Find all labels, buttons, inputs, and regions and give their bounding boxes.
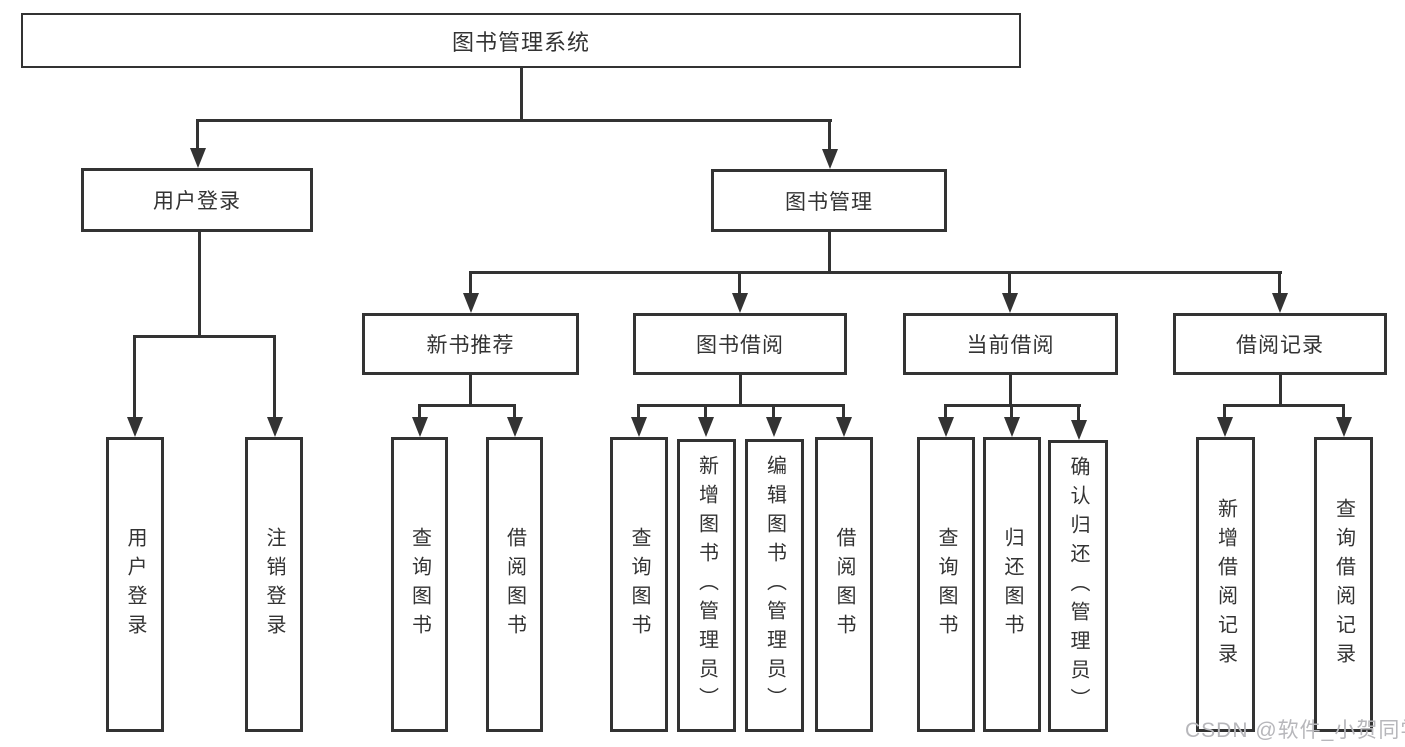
connector-line — [133, 335, 136, 419]
connector-line — [196, 119, 199, 150]
node-book-borrow: 图书借阅 — [633, 313, 847, 375]
arrow-down-icon — [412, 417, 428, 437]
node-leaf-query-book-current: 查询图书 — [917, 437, 975, 732]
arrow-down-icon — [190, 148, 206, 168]
node-leaf-return-book: 归还图书 — [983, 437, 1041, 732]
connector-line — [772, 404, 775, 419]
arrow-down-icon — [1336, 417, 1352, 437]
arrow-down-icon — [631, 417, 647, 437]
node-leaf-add-borrow-record-label: 新增借阅记录 — [1214, 497, 1237, 672]
connector-line — [1223, 404, 1345, 407]
node-leaf-return-book-label: 归还图书 — [1001, 526, 1023, 643]
node-leaf-logout: 注销登录 — [245, 437, 303, 732]
node-leaf-borrow-book-recommend-label: 借阅图书 — [503, 526, 526, 643]
arrow-down-icon — [1272, 293, 1288, 313]
node-leaf-edit-book-admin-label: 编辑图书（管理员） — [763, 455, 786, 716]
connector-line — [1278, 271, 1281, 295]
connector-line — [842, 404, 845, 419]
connector-line — [273, 335, 276, 419]
node-new-book-recommend: 新书推荐 — [362, 313, 579, 375]
node-leaf-borrow-book-label: 借阅图书 — [833, 526, 855, 643]
arrow-down-icon — [1004, 417, 1020, 437]
connector-line — [469, 271, 1282, 274]
connector-line — [418, 404, 421, 419]
arrow-down-icon — [822, 149, 838, 169]
arrow-down-icon — [836, 417, 852, 437]
node-leaf-query-book-recommend: 查询图书 — [391, 437, 448, 732]
connector-line — [1010, 404, 1013, 419]
connector-line — [513, 404, 516, 419]
node-borrow-records-label: 借阅记录 — [1236, 334, 1324, 357]
connector-line — [739, 375, 742, 406]
node-leaf-query-book-borrow: 查询图书 — [610, 437, 668, 732]
connector-line — [1077, 404, 1080, 421]
node-new-book-recommend-label: 新书推荐 — [426, 334, 515, 357]
node-leaf-borrow-book-recommend: 借阅图书 — [486, 437, 543, 732]
connector-line — [828, 232, 831, 273]
node-user-login-label: 用户登录 — [153, 190, 241, 213]
node-root: 图书管理系统 — [21, 13, 1021, 68]
arrow-down-icon — [766, 417, 782, 437]
connector-line — [704, 404, 707, 419]
node-book-borrow-label: 图书借阅 — [696, 334, 784, 357]
node-leaf-query-book-borrow-label: 查询图书 — [628, 526, 650, 643]
connector-line — [133, 335, 276, 338]
arrow-down-icon — [267, 417, 283, 437]
node-leaf-query-borrow-record-label: 查询借阅记录 — [1332, 497, 1355, 672]
connector-line — [637, 404, 640, 419]
node-leaf-logout-label: 注销登录 — [263, 526, 285, 643]
arrow-down-icon — [698, 417, 714, 437]
node-leaf-query-book-recommend-label: 查询图书 — [408, 526, 431, 643]
node-leaf-add-book-admin: 新增图书（管理员） — [677, 439, 736, 732]
connector-line — [1009, 375, 1012, 406]
node-leaf-user-login-label: 用户登录 — [124, 526, 146, 643]
node-current-borrow: 当前借阅 — [903, 313, 1118, 375]
connector-line — [1279, 375, 1282, 406]
arrow-down-icon — [938, 417, 954, 437]
node-leaf-query-book-current-label: 查询图书 — [935, 526, 957, 643]
arrow-down-icon — [507, 417, 523, 437]
arrow-down-icon — [127, 417, 143, 437]
arrow-down-icon — [1071, 420, 1087, 440]
node-leaf-add-borrow-record: 新增借阅记录 — [1196, 437, 1255, 732]
arrow-down-icon — [463, 293, 479, 313]
node-book-management: 图书管理 — [711, 169, 947, 232]
connector-line — [198, 232, 201, 337]
connector-line — [418, 404, 516, 407]
node-book-management-label: 图书管理 — [785, 190, 873, 214]
arrow-down-icon — [732, 293, 748, 313]
arrow-down-icon — [1217, 417, 1233, 437]
connector-line — [1223, 404, 1226, 419]
node-leaf-borrow-book: 借阅图书 — [815, 437, 873, 732]
node-user-login: 用户登录 — [81, 168, 313, 232]
node-leaf-query-borrow-record: 查询借阅记录 — [1314, 437, 1373, 732]
watermark: CSDN @软件_小贺同学 — [1185, 719, 1405, 742]
arrow-down-icon — [1002, 293, 1018, 313]
node-leaf-user-login: 用户登录 — [106, 437, 164, 732]
connector-line — [1342, 404, 1345, 419]
node-borrow-records: 借阅记录 — [1173, 313, 1387, 375]
node-leaf-add-book-admin-label: 新增图书（管理员） — [695, 455, 718, 716]
node-current-borrow-label: 当前借阅 — [966, 334, 1055, 357]
connector-line — [469, 271, 472, 295]
node-root-label: 图书管理系统 — [451, 29, 590, 55]
connector-line — [637, 404, 845, 407]
node-leaf-confirm-return-admin: 确认归还（管理员） — [1048, 440, 1108, 732]
node-leaf-edit-book-admin: 编辑图书（管理员） — [745, 439, 804, 732]
connector-line — [520, 68, 523, 121]
connector-line — [1008, 271, 1011, 295]
node-leaf-confirm-return-admin-label: 确认归还（管理员） — [1067, 455, 1089, 717]
connector-line — [469, 375, 472, 406]
connector-line — [828, 119, 831, 150]
connector-line — [196, 119, 832, 122]
connector-line — [738, 271, 741, 295]
connector-line — [944, 404, 947, 419]
